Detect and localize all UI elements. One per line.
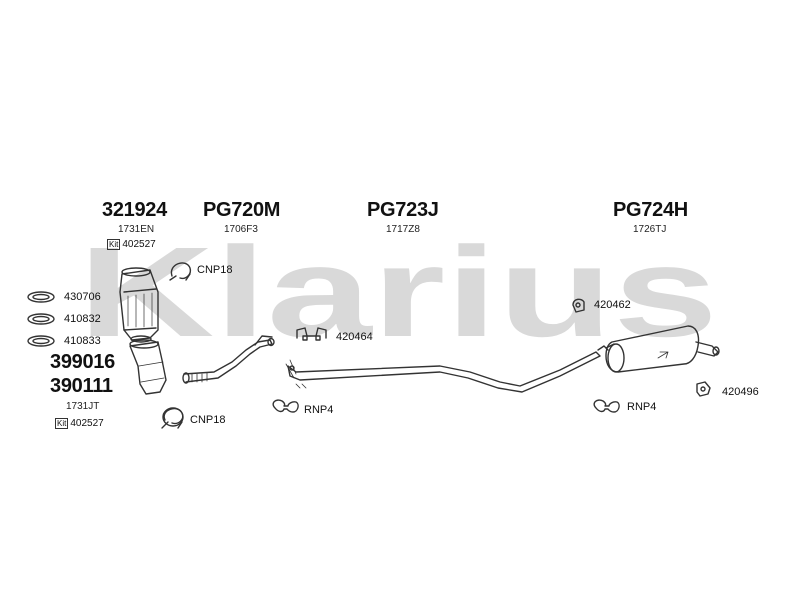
label-rnp4-right: RNP4 <box>627 401 657 413</box>
kit-number-top: 402527 <box>122 239 156 250</box>
label-rnp4-left: RNP4 <box>304 404 334 416</box>
mount-420496-icon <box>696 381 711 397</box>
label-420462: 420462 <box>594 299 631 311</box>
label-cnp18-top: CNP18 <box>197 264 233 276</box>
rear-silencer-pg724h-icon <box>597 325 720 373</box>
clamp-rnp4-left-icon <box>272 399 299 413</box>
code-1717z8: 1717Z8 <box>386 224 420 235</box>
label-430706: 430706 <box>64 291 101 303</box>
front-pipe-pg720m-icon <box>182 335 275 384</box>
label-410833: 410833 <box>64 335 101 347</box>
clamp-cnp18-top-icon <box>169 262 192 281</box>
gasket-410832-icon <box>27 313 55 325</box>
clamp-cnp18-bottom-icon <box>161 407 184 429</box>
gasket-430706-icon <box>27 291 55 303</box>
catalyst-399016-icon <box>129 339 167 395</box>
ref-pg723j: PG723J <box>367 199 439 221</box>
ref-pg720m: PG720M <box>203 199 281 221</box>
code-1731jt: 1731JT <box>66 401 100 412</box>
code-1726tj: 1726TJ <box>633 224 667 235</box>
code-1731en: 1731EN <box>118 224 155 235</box>
code-1706f3: 1706F3 <box>224 224 258 235</box>
label-cnp18-bottom: CNP18 <box>190 414 226 426</box>
centre-pipe-pg723j-icon <box>285 351 601 393</box>
ref-390111: 390111 <box>50 375 113 397</box>
gasket-410833-icon <box>27 335 55 347</box>
label-410832: 410832 <box>64 313 101 325</box>
ref-pg724h: PG724H <box>613 199 688 221</box>
label-420496: 420496 <box>722 386 759 398</box>
kit-number-bottom: 402527 <box>70 418 104 429</box>
label-420464: 420464 <box>336 331 373 343</box>
ref-399016: 399016 <box>50 351 115 373</box>
catalyst-321924-icon <box>119 267 159 343</box>
mount-420462-icon <box>572 298 585 313</box>
ref-321924: 321924 <box>102 199 167 221</box>
kit-box: Kit <box>107 239 121 250</box>
mount-420464-icon <box>296 327 327 341</box>
watermark-text: Klarius <box>78 238 718 348</box>
clamp-rnp4-right-icon <box>593 399 620 413</box>
klarius-watermark: Klarius <box>78 238 718 348</box>
kit-box: Kit <box>55 418 69 429</box>
